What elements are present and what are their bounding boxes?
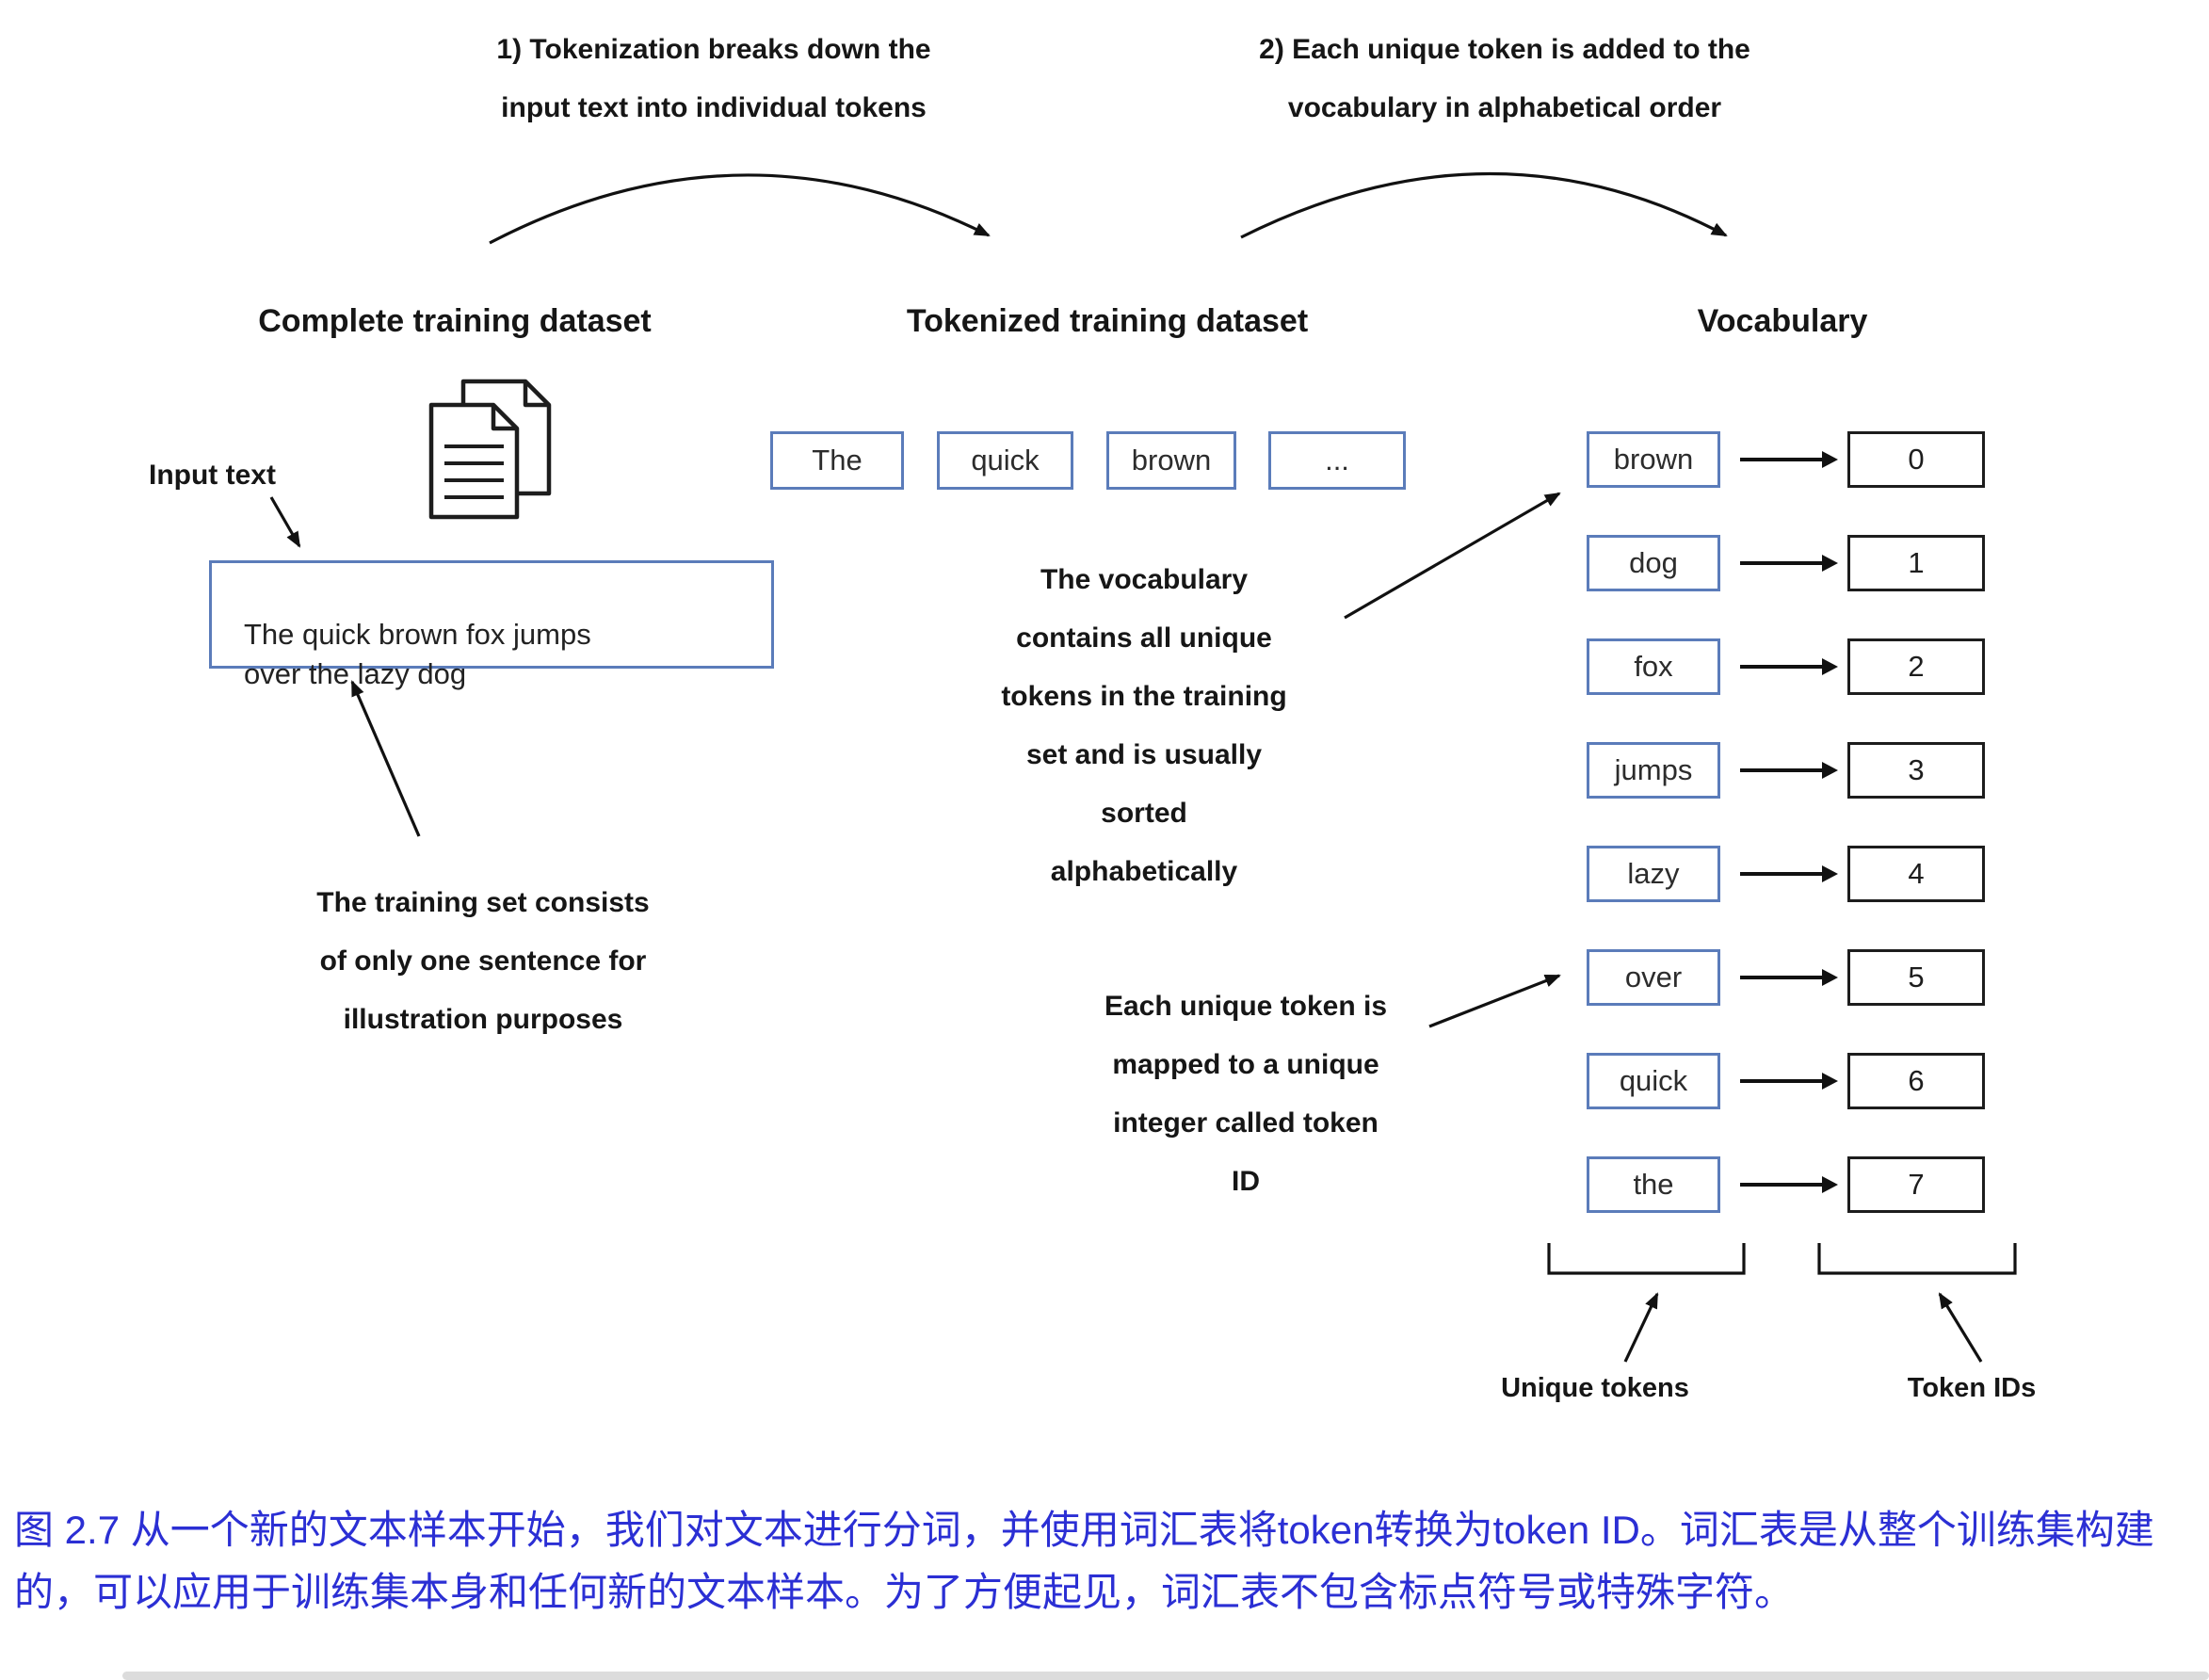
- token-to-id-arrow: [1740, 976, 1823, 979]
- vocab-token-label: over: [1624, 961, 1683, 993]
- vocab-row: the 7: [1587, 1156, 1987, 1213]
- input-text-arrow: [269, 496, 301, 548]
- token-box: brown: [1106, 431, 1236, 490]
- vocab-note-arrow: [1344, 492, 1561, 620]
- vocab-row: brown 0: [1587, 431, 1987, 488]
- token-to-id-arrow: [1740, 1183, 1823, 1187]
- token-id-box: 4: [1847, 846, 1985, 902]
- vocab-token-label: the: [1633, 1168, 1674, 1201]
- token-id-note: Each unique token is mapped to a unique …: [1104, 991, 1388, 1197]
- vocab-token-label: jumps: [1614, 753, 1693, 786]
- token-id-box: 3: [1847, 742, 1985, 799]
- token-id-label: 7: [1908, 1168, 1925, 1201]
- vocab-row: jumps 3: [1587, 742, 1987, 799]
- vocab-row: over 5: [1587, 949, 1987, 1006]
- token-box: ...: [1268, 431, 1406, 490]
- token-box: The: [770, 431, 904, 490]
- document-icon: [428, 379, 552, 520]
- header-complete-training-dataset: Complete training dataset: [258, 303, 652, 339]
- horizontal-scrollbar[interactable]: [122, 1672, 2209, 1680]
- token-id-label: 5: [1908, 961, 1925, 993]
- vocab-token-box: over: [1587, 949, 1720, 1006]
- unique-tokens-label: Unique tokens: [1501, 1373, 1689, 1403]
- token-label: ...: [1325, 444, 1349, 477]
- training-set-note: The training set consists of only one se…: [316, 887, 650, 1035]
- vocabulary-note: The vocabulary contains all unique token…: [1001, 564, 1287, 887]
- vocab-token-box: lazy: [1587, 846, 1720, 902]
- token-box: quick: [937, 431, 1073, 490]
- header-tokenized-training-dataset: Tokenized training dataset: [906, 303, 1309, 339]
- input-sentence: The quick brown fox jumps over the lazy …: [244, 618, 591, 690]
- header-vocabulary: Vocabulary: [1697, 303, 1868, 339]
- token-label: quick: [971, 444, 1040, 477]
- token-id-label: 2: [1908, 650, 1925, 683]
- tokenization-curved-arrow: [489, 173, 991, 245]
- vocab-row: quick 6: [1587, 1053, 1987, 1109]
- token-to-id-arrow: [1740, 768, 1823, 772]
- vocab-token-box: the: [1587, 1156, 1720, 1213]
- token-id-label: 3: [1908, 753, 1925, 786]
- token-id-box: 1: [1847, 535, 1985, 591]
- vocab-token-box: quick: [1587, 1053, 1720, 1109]
- token-to-id-arrow: [1740, 1079, 1823, 1083]
- token-id-label: 4: [1908, 857, 1925, 890]
- vocab-token-box: fox: [1587, 638, 1720, 695]
- step2-annotation: 2) Each unique token is added to the voc…: [1259, 34, 1750, 123]
- token-id-box: 2: [1847, 638, 1985, 695]
- vocab-token-box: brown: [1587, 431, 1720, 488]
- token-label: brown: [1131, 444, 1212, 477]
- token-id-label: 0: [1908, 443, 1925, 476]
- token-id-box: 0: [1847, 431, 1985, 488]
- vocab-token-label: lazy: [1627, 857, 1680, 890]
- token-to-id-arrow: [1740, 458, 1823, 461]
- vocab-token-label: fox: [1634, 650, 1673, 683]
- vocab-token-label: brown: [1613, 443, 1694, 476]
- vocab-token-label: dog: [1629, 546, 1678, 579]
- input-text-label: Input text: [149, 460, 276, 491]
- token-label: The: [812, 444, 863, 477]
- figure-caption: 图 2.7 从一个新的文本样本开始，我们对文本进行分词，并使用词汇表将token…: [14, 1508, 2154, 1614]
- token-id-box: 6: [1847, 1053, 1985, 1109]
- vocab-row: fox 2: [1587, 638, 1987, 695]
- token-id-note-arrow: [1428, 974, 1561, 1028]
- token-id-box: 7: [1847, 1156, 1985, 1213]
- token-ids-label: Token IDs: [1907, 1373, 2037, 1403]
- step1-annotation: 1) Tokenization breaks down the input te…: [496, 34, 931, 123]
- token-to-id-arrow: [1740, 872, 1823, 876]
- vocab-row: lazy 4: [1587, 846, 1987, 902]
- unique-tokens-bracket: [1547, 1243, 1746, 1275]
- token-ids-bracket: [1817, 1243, 2017, 1275]
- vocab-token-box: jumps: [1587, 742, 1720, 799]
- unique-tokens-arrow: [1623, 1292, 1659, 1363]
- token-id-box: 5: [1847, 949, 1985, 1006]
- token-to-id-arrow: [1740, 561, 1823, 565]
- token-id-label: 1: [1908, 546, 1925, 579]
- token-ids-arrow: [1938, 1292, 1983, 1363]
- token-id-label: 6: [1908, 1064, 1925, 1097]
- training-note-arrow: [350, 680, 421, 837]
- token-to-id-arrow: [1740, 665, 1823, 669]
- input-sentence-box: The quick brown fox jumps over the lazy …: [209, 560, 774, 690]
- vocabulary-curved-arrow: [1240, 171, 1728, 239]
- vocab-row: dog 1: [1587, 535, 1987, 591]
- vocab-token-label: quick: [1619, 1064, 1688, 1097]
- vocab-token-box: dog: [1587, 535, 1720, 591]
